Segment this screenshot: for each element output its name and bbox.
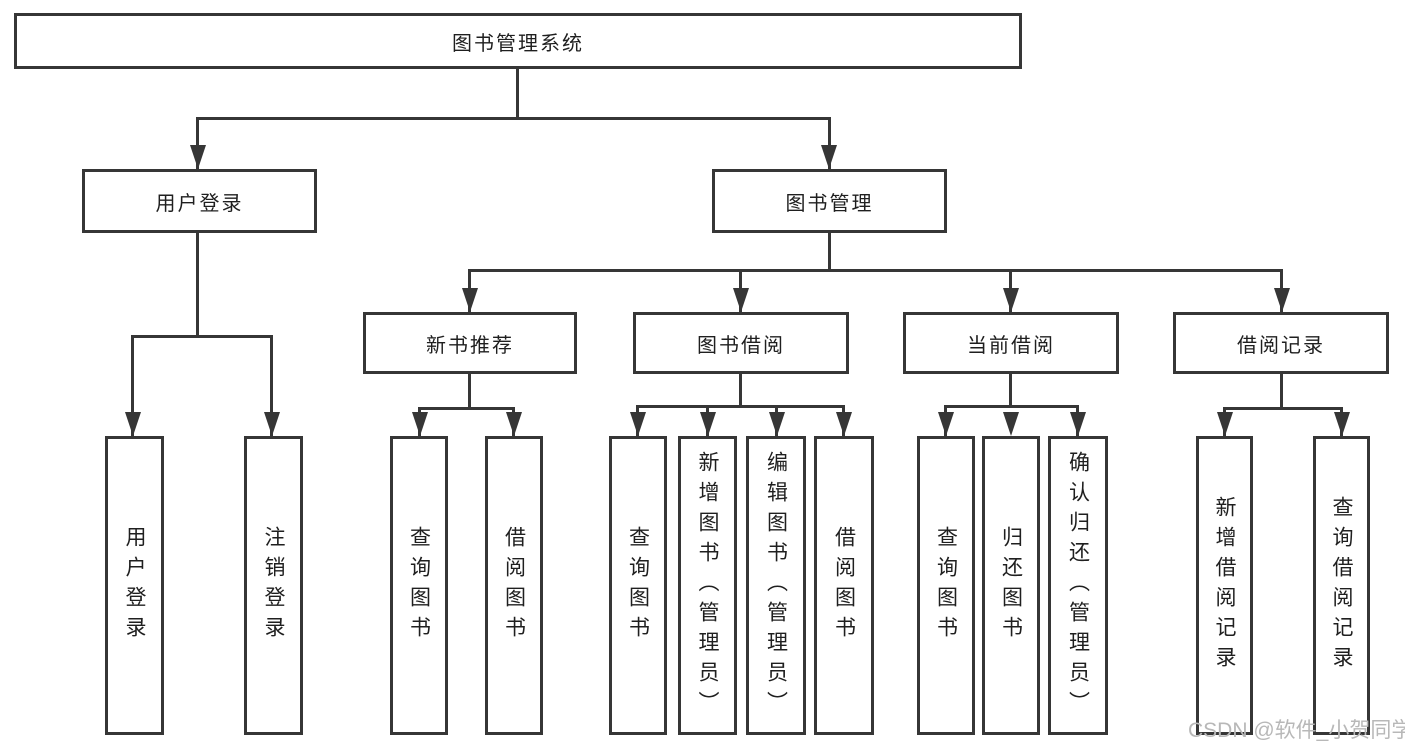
connector-line [1280,374,1283,410]
arrow-down-icon [769,412,785,436]
node-borrow-records: 借阅记录 [1173,312,1389,374]
arrow-down-icon [506,412,522,436]
connector-line [418,407,515,410]
node-logout-label: 注销登录 [262,525,285,646]
node-borrow-book-recommend: 借阅图书 [485,436,543,735]
node-book-borrow-label: 图书借阅 [697,334,785,357]
node-user-login-group-label: 用户登录 [155,192,244,215]
connector-line [468,269,1283,272]
connector-line [197,117,831,120]
node-new-book-recommend-label: 新书推荐 [426,334,514,357]
connector-line [1009,374,1012,408]
node-confirm-return-admin: 确认归还（管理员） [1048,436,1108,735]
arrow-down-icon [125,412,141,436]
arrow-down-icon [264,412,280,436]
connector-line [739,374,742,408]
node-confirm-return-admin-label: 确认归还（管理员） [1066,450,1090,721]
node-new-book-recommend: 新书推荐 [363,312,577,374]
node-query-book-borrow: 查询图书 [609,436,667,735]
arrow-down-icon [1274,288,1290,312]
arrow-down-icon [938,412,954,436]
node-edit-book-admin: 编辑图书（管理员） [746,436,806,735]
arrow-down-icon [630,412,646,436]
connector-line [944,405,1079,408]
arrow-down-icon [1217,412,1233,436]
arrow-down-icon [1003,412,1019,436]
node-add-book-admin: 新增图书（管理员） [678,436,737,735]
connector-line [131,335,273,338]
node-user-login-group: 用户登录 [82,169,317,233]
node-borrow-book-label: 借阅图书 [832,525,856,646]
node-query-borrow-record: 查询借阅记录 [1313,436,1370,735]
node-query-book-recommend-label: 查询图书 [407,525,431,646]
node-current-borrow: 当前借阅 [903,312,1119,374]
node-add-borrow-record: 新增借阅记录 [1196,436,1253,735]
arrow-down-icon [190,145,206,169]
node-query-book-current: 查询图书 [917,436,975,735]
csdn-watermark: CSDN @软件_小贺同学 [1188,719,1405,742]
node-borrow-book: 借阅图书 [814,436,874,735]
node-current-borrow-label: 当前借阅 [967,334,1055,357]
arrow-down-icon [462,288,478,312]
node-edit-book-admin-label: 编辑图书（管理员） [764,450,788,721]
arrow-down-icon [412,412,428,436]
arrow-down-icon [1334,412,1350,436]
node-user-login: 用户登录 [105,436,164,735]
connector-line [270,335,273,436]
connector-line [636,405,845,408]
connector-line [196,117,199,169]
node-add-book-admin-label: 新增图书（管理员） [696,450,719,721]
node-book-management-label: 图书管理 [785,192,874,215]
node-return-book-label: 归还图书 [999,525,1023,646]
node-logout: 注销登录 [244,436,303,735]
node-query-borrow-record-label: 查询借阅记录 [1330,495,1353,676]
connector-line [131,335,134,436]
connector-line [1223,407,1343,410]
node-borrow-book-recommend-label: 借阅图书 [502,525,526,646]
node-query-book-current-label: 查询图书 [934,525,958,646]
node-borrow-records-label: 借阅记录 [1237,334,1325,357]
node-root-label: 图书管理系统 [452,32,584,55]
arrow-down-icon [733,288,749,312]
connector-line [468,374,471,410]
arrow-down-icon [1003,288,1019,312]
connector-line [828,233,831,271]
arrow-down-icon [821,145,837,169]
node-root: 图书管理系统 [14,13,1022,69]
node-user-login-label: 用户登录 [123,525,146,646]
arrow-down-icon [836,412,852,436]
node-query-book-borrow-label: 查询图书 [626,525,650,646]
node-book-management: 图书管理 [712,169,947,233]
connector-line [196,233,199,338]
node-query-book-recommend: 查询图书 [390,436,448,735]
node-book-borrow: 图书借阅 [633,312,849,374]
connector-line [828,117,831,169]
node-return-book: 归还图书 [982,436,1040,735]
arrow-down-icon [700,412,716,436]
arrow-down-icon [1070,412,1086,436]
node-add-borrow-record-label: 新增借阅记录 [1213,495,1236,676]
connector-line [516,69,519,118]
